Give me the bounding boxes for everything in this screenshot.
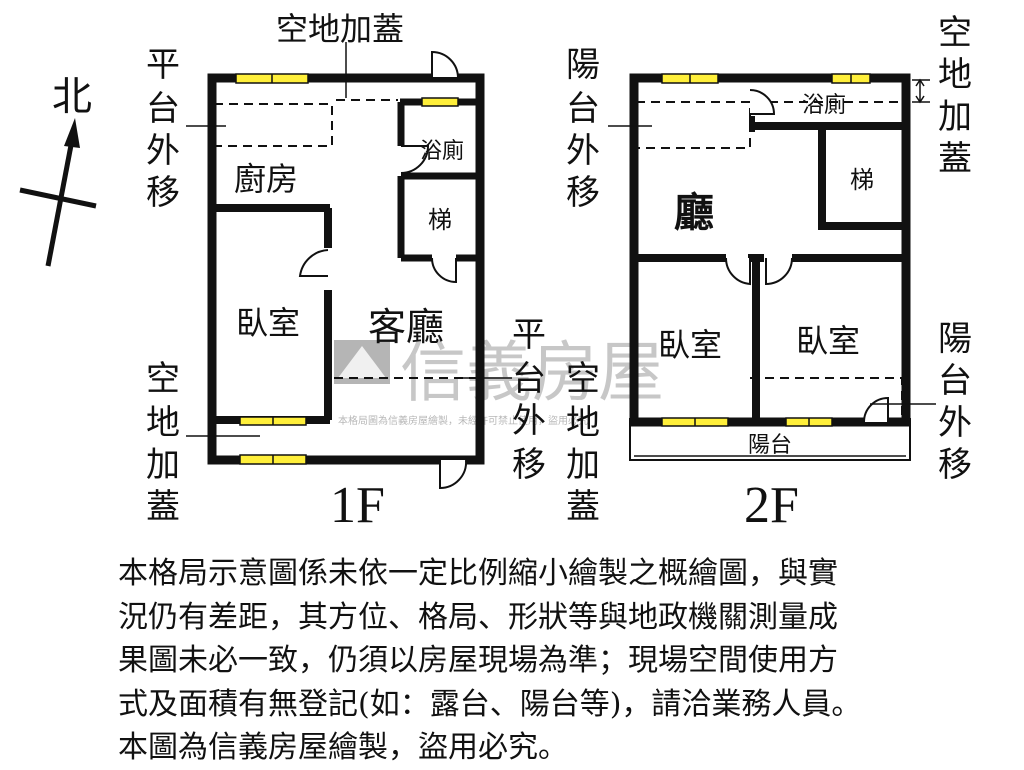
floor-2f: 陽 台 外 移 浴廁 梯 廳 臥室 臥室 陽台 空 地 加 蓋 陽 台 外 移 … bbox=[566, 13, 972, 534]
1f-bathroom-label: 浴廁 bbox=[420, 139, 464, 164]
svg-text:外: 外 bbox=[146, 131, 180, 171]
svg-text:空: 空 bbox=[566, 359, 600, 399]
2f-balcony-moved-label: 陽 台 外 移 bbox=[566, 45, 600, 213]
1f-right-platform-label: 平 台 外 移 bbox=[512, 315, 546, 485]
2f-bathroom-label: 浴廁 bbox=[802, 93, 846, 118]
2f-right-balcony-label: 陽 台 外 移 bbox=[938, 319, 972, 485]
svg-text:移: 移 bbox=[512, 445, 546, 485]
svg-text:移: 移 bbox=[566, 173, 600, 213]
compass-north-label: 北 bbox=[52, 74, 92, 120]
2f-bottom-addition-label: 空 地 加 蓋 bbox=[566, 359, 600, 527]
svg-text:空: 空 bbox=[146, 359, 180, 399]
svg-text:陽: 陽 bbox=[566, 45, 600, 85]
svg-text:地: 地 bbox=[938, 55, 972, 95]
1f-kitchen-label: 廚房 bbox=[234, 160, 298, 198]
svg-text:台: 台 bbox=[146, 89, 180, 129]
svg-text:加: 加 bbox=[938, 97, 972, 137]
1f-bedroom-label: 臥室 bbox=[236, 304, 300, 342]
svg-text:蓋: 蓋 bbox=[566, 487, 600, 527]
2f-stairs-label: 梯 bbox=[850, 166, 874, 194]
floor-plan: 信義房屋 本格局圖為信義房屋繪製，未經許可禁止使用，盜用必究 北 bbox=[19, 10, 972, 534]
svg-text:台: 台 bbox=[938, 361, 972, 401]
1f-living-room-label: 客廳 bbox=[368, 305, 444, 349]
watermark: 信義房屋 本格局圖為信義房屋繪製，未經許可禁止使用，盜用必究 bbox=[334, 334, 664, 427]
2f-floor-label: 2F bbox=[744, 477, 799, 534]
2f-bedroom-left-label: 臥室 bbox=[658, 326, 722, 364]
disclaimer-line: 式及面積有無登記(如：露台、陽台等)，請洽業務人員。 bbox=[118, 686, 862, 722]
2f-outer-wall bbox=[629, 73, 911, 427]
2f-balcony-label: 陽台 bbox=[748, 433, 792, 458]
watermark-small-text: 本格局圖為信義房屋繪製，未經許可禁止使用，盜用必究 bbox=[338, 414, 588, 427]
1f-floor-label: 1F bbox=[330, 477, 385, 534]
svg-text:平: 平 bbox=[146, 45, 180, 85]
svg-text:外: 外 bbox=[938, 403, 972, 443]
disclaimer-line: 本格局示意圖係未依一定比例縮小繪製之概繪圖，與實 bbox=[118, 556, 838, 591]
disclaimer-text: 本格局示意圖係未依一定比例縮小繪製之概繪圖，與實 況仍有差距，其方位、格局、形狀… bbox=[118, 552, 998, 770]
svg-text:加: 加 bbox=[146, 445, 180, 485]
disclaimer-line: 果圖未必一致，仍須以房屋現場為準；現場空間使用方 bbox=[118, 643, 838, 678]
floor-1f: 空地加蓋 平 台 外 移 廚房 浴廁 梯 臥室 客廳 平 台 外 移 空 地 加… bbox=[146, 10, 546, 534]
svg-text:地: 地 bbox=[146, 403, 180, 443]
svg-text:外: 外 bbox=[566, 131, 600, 171]
svg-text:蓋: 蓋 bbox=[938, 139, 972, 179]
svg-text:加: 加 bbox=[566, 445, 600, 485]
svg-text:地: 地 bbox=[566, 403, 600, 443]
1f-bottom-addition-label: 空 地 加 蓋 bbox=[146, 359, 180, 527]
1f-top-addition-label: 空地加蓋 bbox=[276, 10, 404, 48]
2f-leader-lines bbox=[608, 125, 936, 405]
2f-hall-label: 廳 bbox=[674, 189, 714, 236]
svg-text:陽: 陽 bbox=[938, 319, 972, 359]
svg-text:移: 移 bbox=[938, 445, 972, 485]
1f-leader-lines bbox=[186, 42, 512, 437]
disclaimer-line: 況仍有差距，其方位、格局、形狀等與地政機關測量成 bbox=[118, 599, 838, 635]
2f-dimension-marker bbox=[912, 78, 930, 104]
svg-text:蓋: 蓋 bbox=[146, 487, 180, 527]
2f-windows bbox=[661, 73, 871, 427]
compass: 北 bbox=[19, 74, 97, 267]
svg-text:空: 空 bbox=[938, 13, 972, 53]
2f-right-addition-label: 空 地 加 蓋 bbox=[938, 13, 972, 179]
svg-text:平: 平 bbox=[512, 315, 546, 355]
svg-text:移: 移 bbox=[146, 173, 180, 213]
1f-outer-wall bbox=[207, 73, 485, 465]
1f-doors bbox=[298, 50, 468, 490]
2f-bedroom-right-label: 臥室 bbox=[796, 322, 860, 360]
watermark-brand: 信義房屋 bbox=[400, 334, 664, 411]
1f-left-platform-label: 平 台 外 移 bbox=[146, 45, 180, 213]
svg-text:台: 台 bbox=[512, 359, 546, 399]
disclaimer-line: 本圖為信義房屋繪製，盜用必究。 bbox=[118, 730, 568, 765]
1f-windows bbox=[235, 73, 459, 465]
compass-arrow-icon bbox=[45, 139, 75, 267]
1f-stairs-label: 梯 bbox=[428, 206, 452, 234]
svg-text:外: 外 bbox=[512, 401, 546, 441]
svg-text:台: 台 bbox=[566, 89, 600, 129]
